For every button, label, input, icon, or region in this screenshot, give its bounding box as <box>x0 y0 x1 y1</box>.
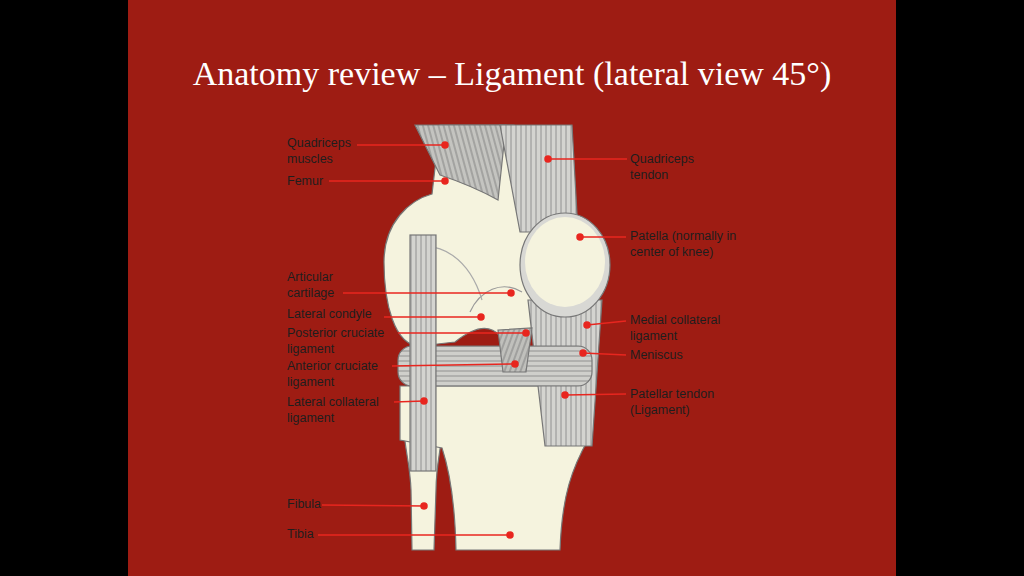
part-label: Femur <box>287 173 367 189</box>
patella-bone <box>525 217 605 307</box>
part-label: Tibia <box>287 526 367 542</box>
part-label: Quadriceps muscles <box>287 135 367 167</box>
part-label: Patellar tendon (Ligament) <box>630 386 730 418</box>
patella-rim <box>520 213 610 317</box>
part-label: Medial collateral ligament <box>630 312 742 344</box>
quadriceps-muscle <box>415 125 506 200</box>
part-label: Meniscus <box>630 347 730 363</box>
part-label: Posterior cruciate ligament <box>287 325 402 357</box>
articular-cartilage <box>470 287 522 312</box>
part-label: Quadriceps tendon <box>630 151 710 183</box>
slide-title: Anatomy review – Ligament (lateral view … <box>128 54 896 94</box>
cruciate-ligaments <box>498 328 532 372</box>
part-label: Lateral collateral ligament <box>287 394 397 426</box>
part-label: Patella (normally in center of knee) <box>630 228 742 260</box>
part-label: Lateral condyle <box>287 306 397 322</box>
part-label: Anterior cruciate ligament <box>287 358 399 390</box>
part-label: Articular cartilage <box>287 269 362 301</box>
collateral-ligament <box>410 235 436 471</box>
part-label: Fibula <box>287 496 367 512</box>
